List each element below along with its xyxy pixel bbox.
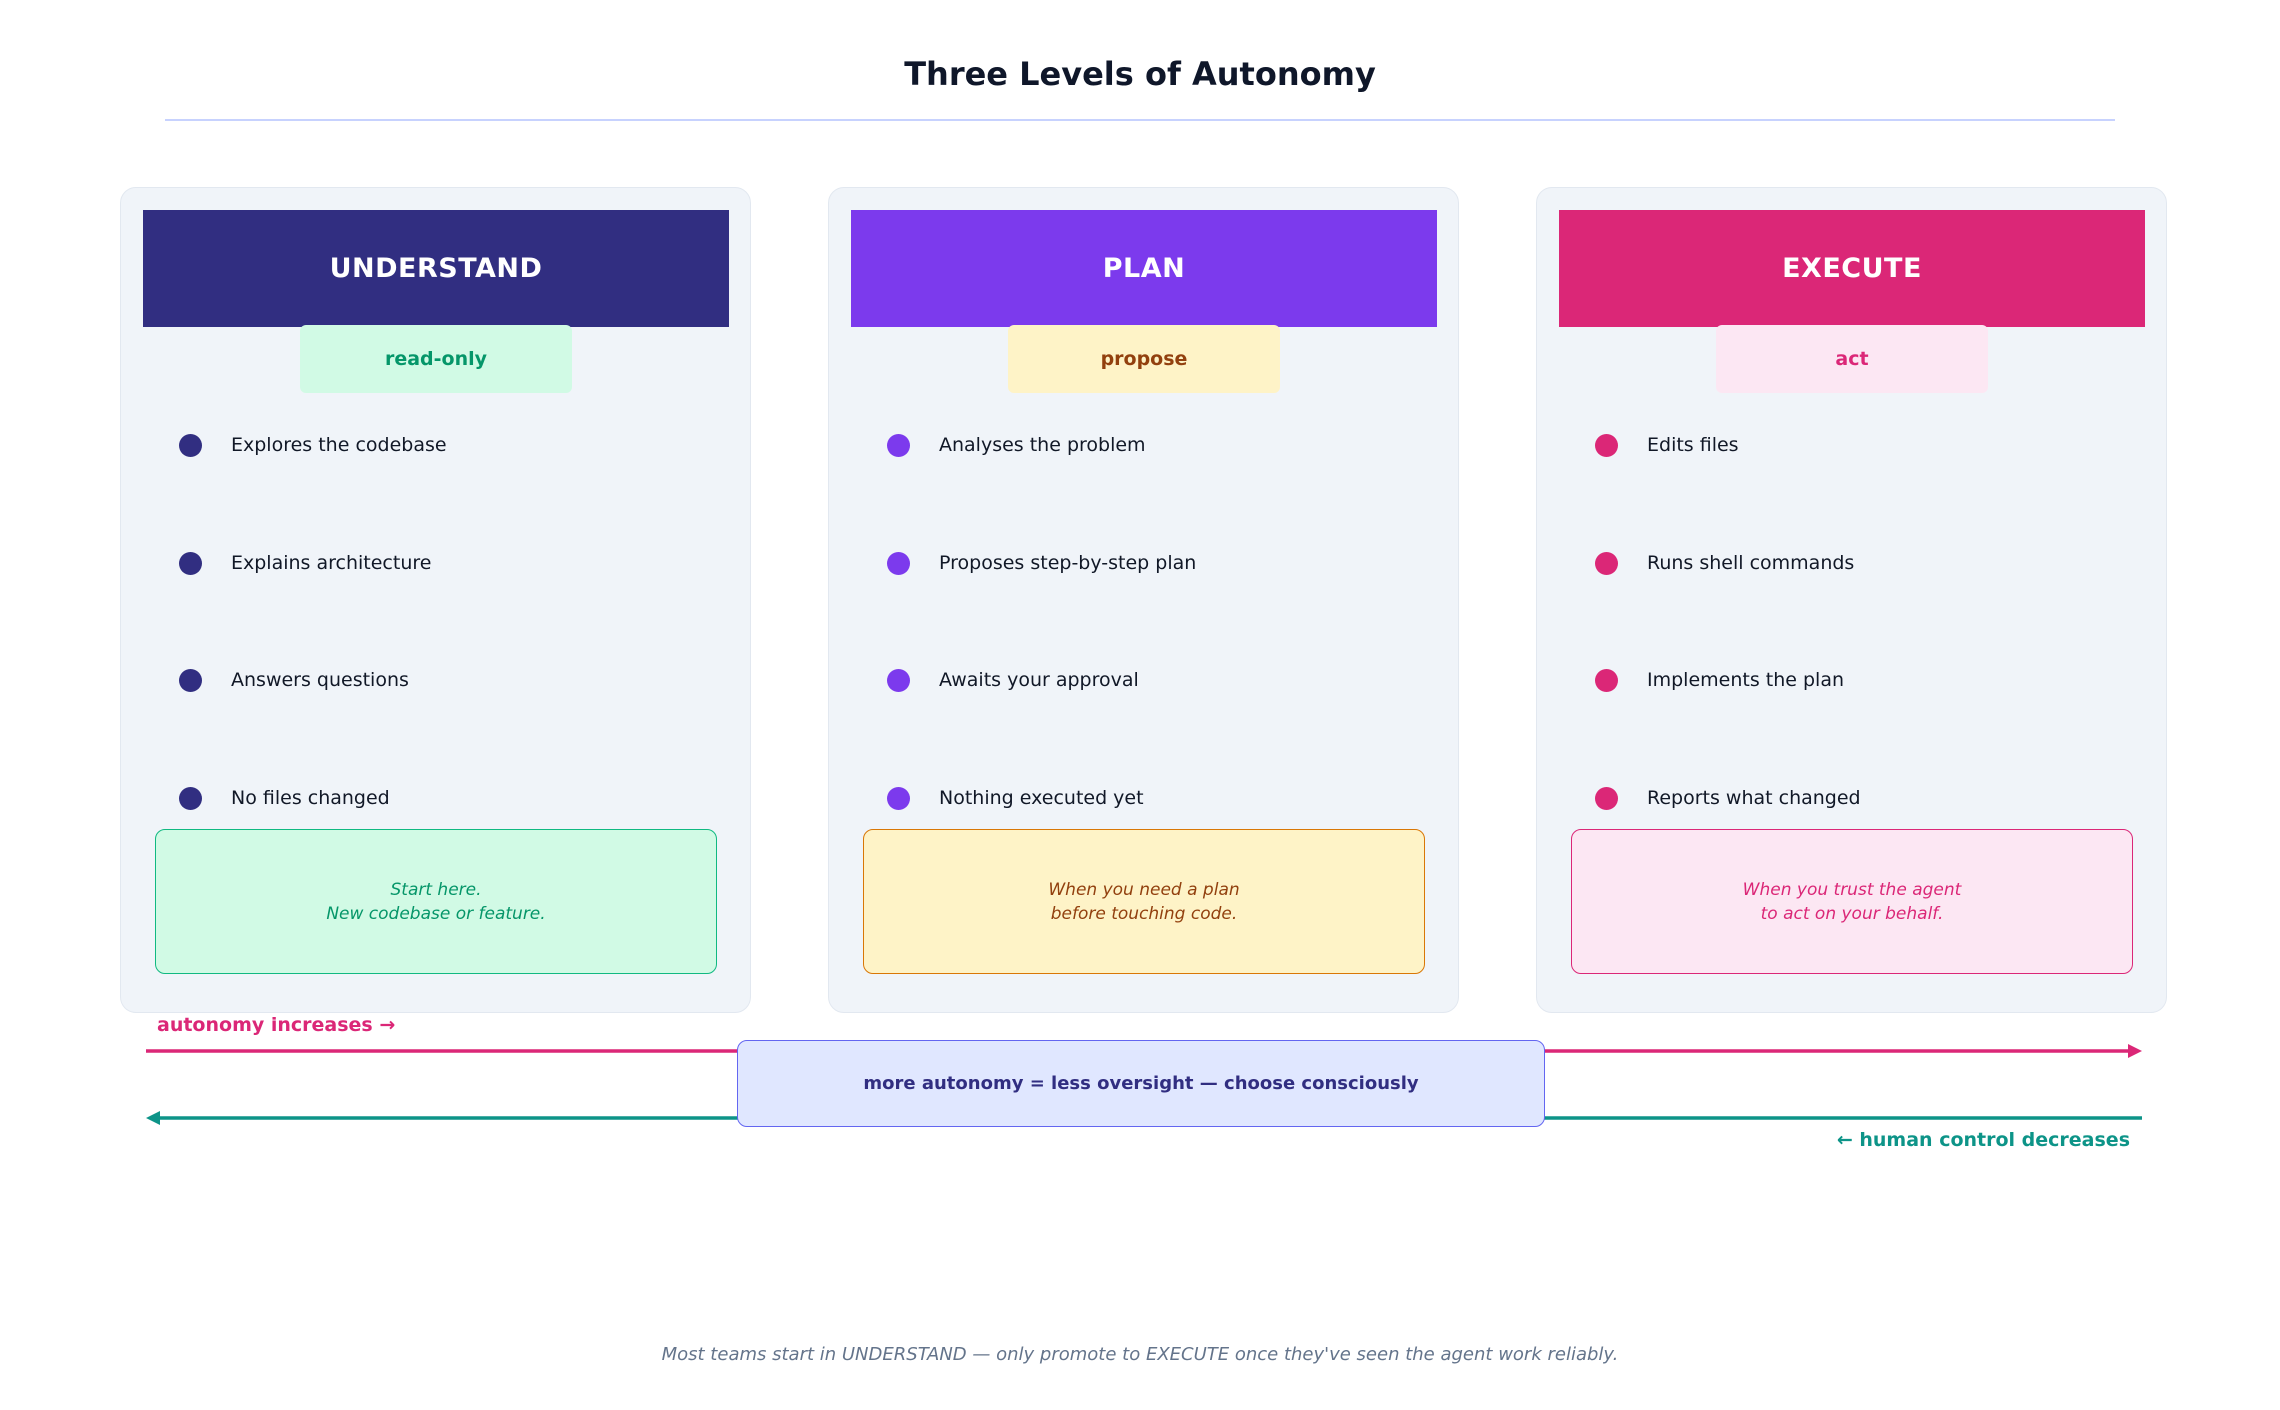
bullet-text: Runs shell commands [1647,552,1855,574]
note-line: When you trust the agent [1742,879,1962,900]
bullet-item: Reports what changed [1595,778,2135,818]
card-understand: UNDERSTAND read-only Explores the codeba… [120,187,751,1013]
usage-note: When you need a plan before touching cod… [863,829,1425,974]
footer-note: Most teams start in UNDERSTAND — only pr… [661,1344,1619,1365]
card-header: PLAN [851,210,1437,327]
card-plan: PLAN propose Analyses the problem Propos… [828,187,1459,1013]
oversight-callout: more autonomy = less oversight — choose … [737,1040,1545,1127]
bullet-text: Reports what changed [1647,787,1861,809]
bullet-item: Awaits your approval [887,660,1427,700]
bullet-item: Implements the plan [1595,660,2135,700]
bullet-text: Proposes step-by-step plan [939,552,1197,574]
card-header: UNDERSTAND [143,210,729,327]
bullet-text: No files changed [231,787,390,809]
bullet-text: Nothing executed yet [939,787,1144,809]
bullet-item: Explains architecture [179,543,719,583]
mode-badge: act [1716,325,1988,393]
bullet-item: Edits files [1595,425,2135,465]
bullet-dot-icon [1595,551,1618,575]
bullet-dot-icon [887,551,910,575]
mode-badge: read-only [300,325,572,393]
bullet-item: Proposes step-by-step plan [887,543,1427,583]
mode-badge: propose [1008,325,1280,393]
bullet-text: Awaits your approval [939,669,1139,691]
note-line: New codebase or feature. [326,903,546,924]
autonomy-increases-label: autonomy increases → [157,1014,396,1036]
note-line: Start here. [390,879,482,900]
bullet-text: Answers questions [231,669,409,691]
bullet-dot-icon [179,551,202,575]
bullet-dot-icon [1595,786,1618,810]
bullet-item: Analyses the problem [887,425,1427,465]
bullet-dot-icon [179,433,202,457]
note-line: When you need a plan [1048,879,1240,900]
bullet-text: Explains architecture [231,552,432,574]
diagram-title: Three Levels of Autonomy [904,55,1376,93]
bullet-item: Runs shell commands [1595,543,2135,583]
bullet-text: Edits files [1647,434,1739,456]
title-divider [165,119,2115,121]
bullet-dot-icon [887,668,910,692]
bullet-dot-icon [1595,433,1618,457]
bullet-dot-icon [887,433,910,457]
bullet-item: Nothing executed yet [887,778,1427,818]
usage-note: When you trust the agent to act on your … [1571,829,2133,974]
note-line: before touching code. [1050,903,1238,924]
note-line: to act on your behalf. [1760,903,1944,924]
bullet-dot-icon [887,786,910,810]
bullet-item: Answers questions [179,660,719,700]
human-control-decreases-label: ← human control decreases [1836,1129,2130,1151]
bullet-text: Implements the plan [1647,669,1845,691]
bullet-dot-icon [179,668,202,692]
bullet-dot-icon [179,786,202,810]
card-execute: EXECUTE act Edits files Runs shell comma… [1536,187,2167,1013]
usage-note: Start here. New codebase or feature. [155,829,717,974]
bullet-item: No files changed [179,778,719,818]
bullet-dot-icon [1595,668,1618,692]
bullet-item: Explores the codebase [179,425,719,465]
card-header: EXECUTE [1559,210,2145,327]
bullet-text: Explores the codebase [231,434,447,456]
bullet-text: Analyses the problem [939,434,1146,456]
